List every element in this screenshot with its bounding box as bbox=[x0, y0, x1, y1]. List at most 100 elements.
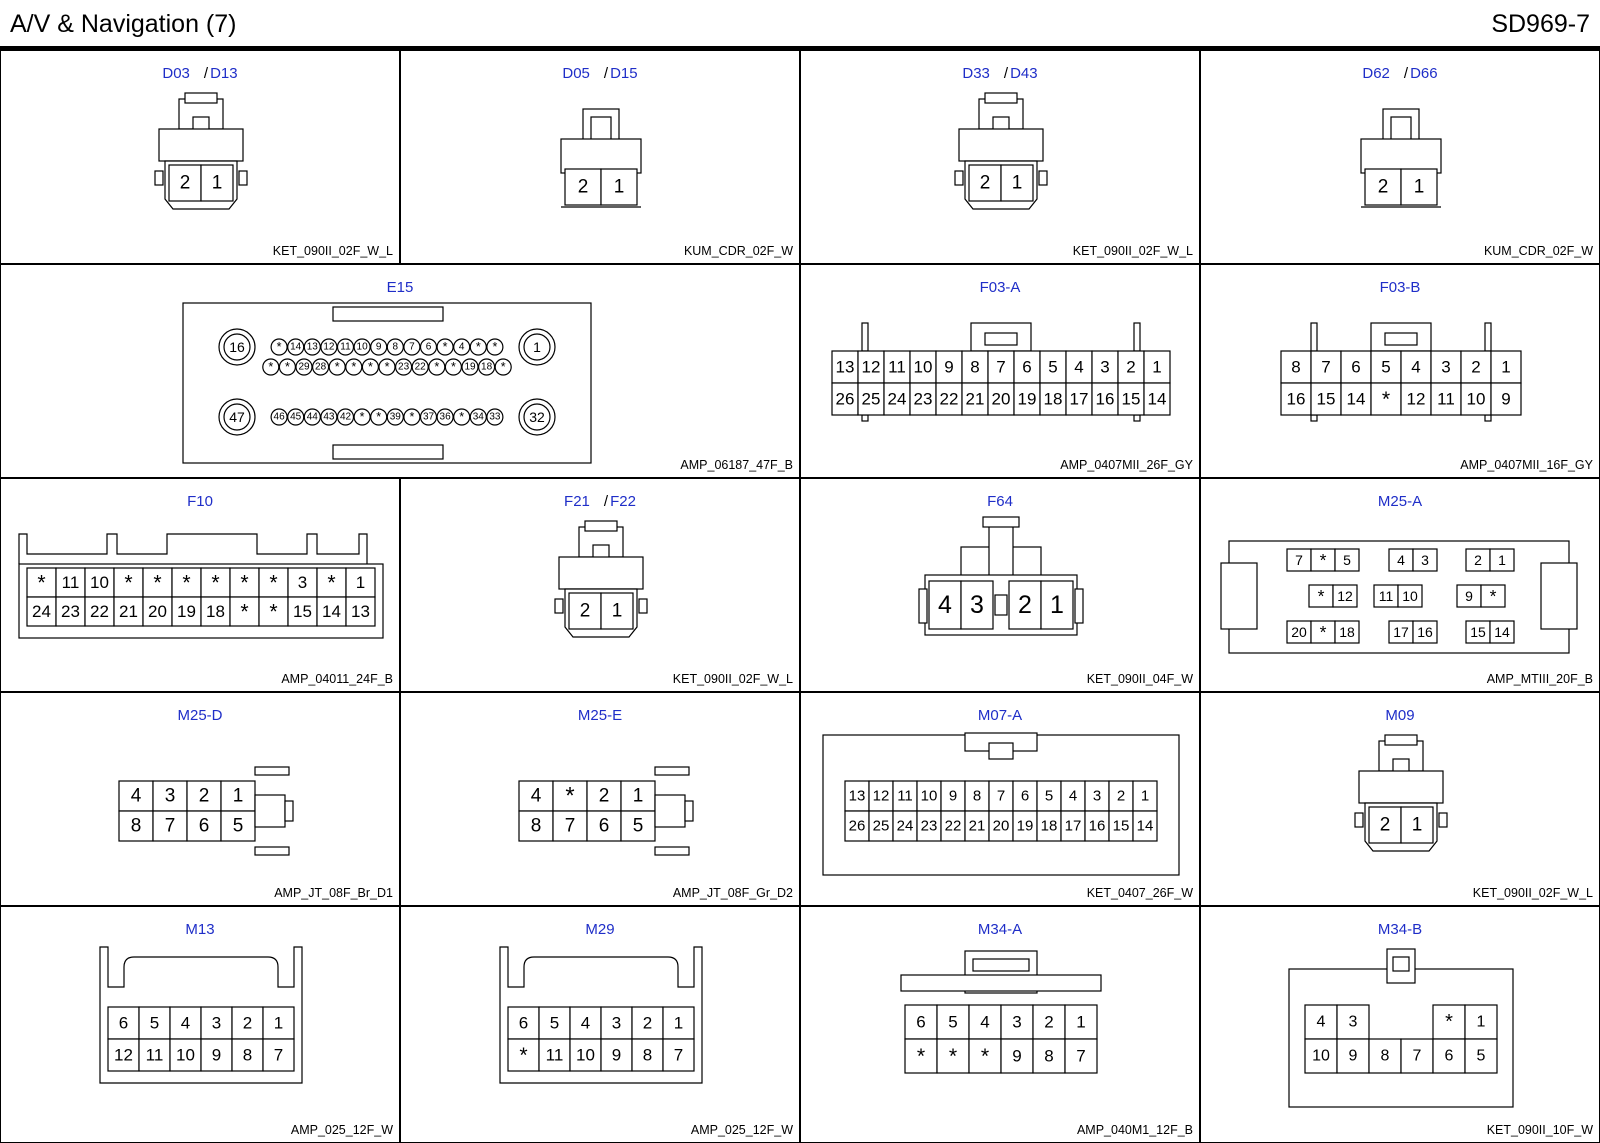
pin-label: 14 bbox=[322, 602, 341, 621]
pin-label: 32 bbox=[529, 409, 545, 425]
pin-label: 1 bbox=[1050, 591, 1064, 619]
pin-label: 4 bbox=[531, 786, 542, 807]
pin-label: 8 bbox=[243, 1046, 252, 1065]
pin-cell bbox=[1332, 584, 1358, 608]
pin-label: 6 bbox=[1351, 358, 1360, 377]
pin-label: 7 bbox=[1321, 358, 1330, 377]
connector-id: D03 bbox=[162, 65, 190, 82]
pin-label: 7 bbox=[1295, 552, 1303, 568]
outline-shape bbox=[988, 522, 1014, 584]
pin-label: 7 bbox=[997, 788, 1005, 805]
pin-label: * bbox=[443, 340, 448, 354]
pin-label: 1 bbox=[212, 173, 223, 194]
pin-cell bbox=[904, 1038, 938, 1074]
pin-cell bbox=[1060, 780, 1086, 812]
pin-label: 5 bbox=[550, 1014, 559, 1033]
pin-cell bbox=[1460, 382, 1492, 416]
pin-cell bbox=[55, 596, 86, 627]
pin-cell bbox=[518, 780, 554, 812]
pin-cavity bbox=[494, 358, 512, 376]
outline-shape bbox=[1360, 138, 1442, 174]
pin-cell bbox=[909, 350, 937, 384]
pin-cell bbox=[138, 1006, 171, 1040]
pin-label: 1 bbox=[612, 601, 623, 622]
pin-label: 9 bbox=[1012, 1047, 1021, 1066]
pin-label: 12 bbox=[323, 342, 335, 353]
outline-shape bbox=[1310, 322, 1318, 352]
connector-shell bbox=[18, 533, 368, 564]
pin-cell bbox=[1480, 584, 1506, 608]
pin-label: 8 bbox=[131, 816, 142, 837]
pin-label: 10 bbox=[176, 1046, 195, 1065]
pin-cell bbox=[345, 596, 376, 627]
connector-part-number: AMP_040M1_12F_B bbox=[1076, 1123, 1193, 1137]
pin-label: 39 bbox=[390, 412, 402, 423]
pin-label: 16 bbox=[1417, 624, 1433, 640]
connector-id: F10 bbox=[187, 493, 213, 510]
pin-cell bbox=[1370, 350, 1402, 384]
pin-label: 12 bbox=[873, 788, 890, 805]
outline-shape bbox=[1133, 322, 1141, 352]
pin-cell bbox=[1368, 1038, 1402, 1074]
pin-cell bbox=[1000, 164, 1034, 202]
connector-part-number: AMP_0407MII_16F_GY bbox=[1460, 458, 1593, 472]
connector-part-number: KET_090II_02F_W_L bbox=[672, 672, 793, 686]
pin-cell bbox=[1397, 584, 1423, 608]
pin-cell bbox=[1132, 780, 1158, 812]
connector-id: M13 bbox=[185, 921, 215, 938]
pin-cell bbox=[1013, 350, 1041, 384]
pin-label: 7 bbox=[409, 342, 415, 353]
pin-label: 2 bbox=[243, 1014, 252, 1033]
pin-label: 8 bbox=[970, 358, 979, 377]
pin-label: * bbox=[240, 600, 248, 624]
pin-label: 13 bbox=[849, 788, 866, 805]
pin-label: 19 bbox=[1018, 390, 1037, 409]
pin-label: 13 bbox=[351, 602, 370, 621]
pin-cell bbox=[55, 567, 86, 598]
pin-label: 2 bbox=[1378, 177, 1389, 198]
outline-shape bbox=[1384, 734, 1418, 746]
pin-label: 24 bbox=[897, 818, 914, 835]
pin-label: 1 bbox=[614, 177, 625, 198]
pin-label: 42 bbox=[340, 412, 352, 423]
pin-cell bbox=[262, 1038, 295, 1072]
pin-cavity bbox=[303, 338, 321, 356]
pin-label: 2 bbox=[580, 601, 591, 622]
pin-label: 11 bbox=[1379, 588, 1394, 604]
outline-shape bbox=[332, 444, 444, 460]
pin-label: 6 bbox=[916, 1013, 925, 1032]
pin-cell bbox=[1400, 168, 1438, 206]
pin-label: 4 bbox=[1069, 788, 1077, 805]
pin-cell bbox=[940, 780, 966, 812]
pin-cell bbox=[868, 810, 894, 842]
pin-label: 3 bbox=[212, 1014, 221, 1033]
outline-shape bbox=[982, 516, 1020, 528]
connector-title: M13 bbox=[1, 921, 399, 938]
pin-cavity bbox=[403, 408, 421, 426]
pin-cavity bbox=[486, 408, 504, 426]
pin-label: 1 bbox=[1477, 1014, 1486, 1031]
pin-label: 10 bbox=[921, 788, 938, 805]
connector-title: M29 bbox=[401, 921, 799, 938]
pin-cell bbox=[118, 810, 154, 842]
pin-cell bbox=[1400, 806, 1434, 844]
pin-label: 17 bbox=[1070, 390, 1089, 409]
pin-cavity bbox=[386, 338, 404, 356]
pin-label: 1 bbox=[1414, 177, 1425, 198]
pin-cell bbox=[1132, 810, 1158, 842]
title-separator: / bbox=[603, 65, 609, 82]
pin-cell bbox=[107, 1006, 140, 1040]
pin-label: 1 bbox=[1076, 1013, 1085, 1032]
pin-cell bbox=[600, 1006, 633, 1040]
outline-shape bbox=[1038, 170, 1048, 186]
pin-cell bbox=[631, 1006, 664, 1040]
